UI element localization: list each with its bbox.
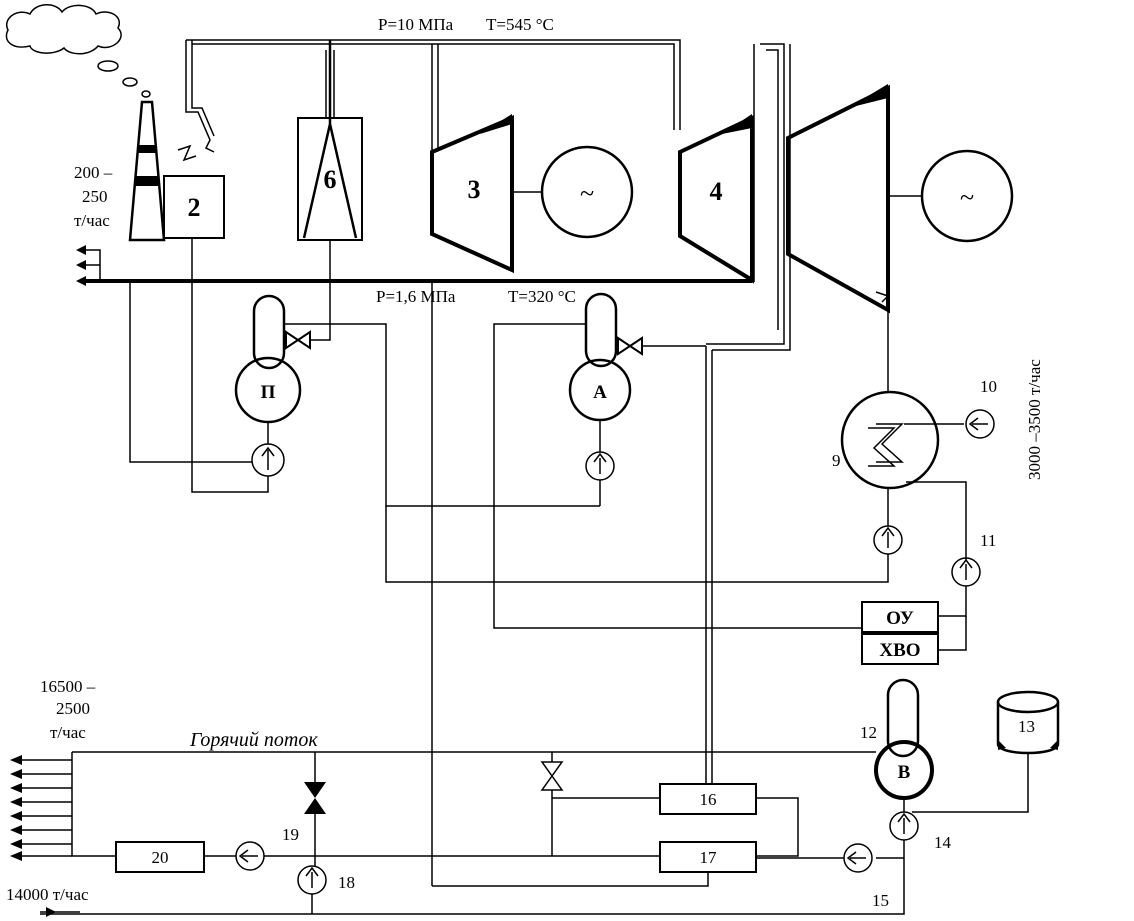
heater-20 [115,841,205,873]
top-pressure-label: P=10 МПа [378,15,454,34]
turbine-3-label: 3 [468,175,481,204]
generator-1 [540,145,634,239]
steam-flow-line-3: т/час [74,211,110,230]
exchanger-16 [659,783,757,815]
steam-flow-line-1: 200 – [74,163,113,182]
heat-flow-line-3: т/час [50,723,86,742]
deaerator-a-label: A [593,382,607,403]
cooling-flow-label: 3000 –3500 т/час [1025,359,1044,480]
pump-11-label: 11 [980,531,996,550]
cooling-pump [965,409,995,439]
exchanger-16-label: 16 [700,790,717,809]
mid-pressure-label: P=1,6 МПа [376,287,456,306]
hvo-label: ХВО [879,640,920,661]
generator-2-symbol: ~ [960,183,974,212]
chimney [128,100,166,242]
mid-temperature-label: T=320 °C [508,287,576,306]
generator-2 [920,149,1014,243]
deaerator-b-label: B [898,762,911,783]
return-flow-label: 14000 т/час [6,885,89,904]
heater-label: 6 [324,165,337,194]
condenser-label: 9 [832,451,841,470]
hot-stream-label: Горячий поток [189,729,318,751]
boiler [163,175,225,239]
exchanger-17 [659,841,757,873]
tank-13-label: 13 [1018,717,1035,736]
ou-label: ОУ [886,608,914,629]
exchanger-17-label: 17 [700,848,718,867]
generator-1-symbol: ~ [580,179,594,208]
steam-flow-line-2: 250 [82,187,108,206]
turbine-3 [430,114,514,274]
boiler-label: 2 [188,193,201,222]
condenser [840,390,940,490]
hot-outlets [10,755,72,861]
deaerator-p [234,294,302,424]
heat-flow-line-1: 16500 – [40,677,96,696]
turbine-4-label: 4 [710,177,723,206]
heater-20-label: 20 [152,848,169,867]
line-15-label: 15 [872,891,889,910]
pump-14-label: 14 [934,833,952,852]
turbine-lp [786,84,890,314]
deaerator-p-label: П [261,382,276,403]
valve-19-label: 19 [282,825,299,844]
pump-18-label: 18 [338,873,355,892]
hvo-box [861,633,939,665]
smoke-cloud [5,4,151,98]
top-temperature-label: T=545 °C [486,15,554,34]
ou-box [861,601,939,633]
heat-flow-line-2: 2500 [56,699,90,718]
cooling-in-label: 10 [980,377,997,396]
tank-12-label: 12 [860,723,877,742]
